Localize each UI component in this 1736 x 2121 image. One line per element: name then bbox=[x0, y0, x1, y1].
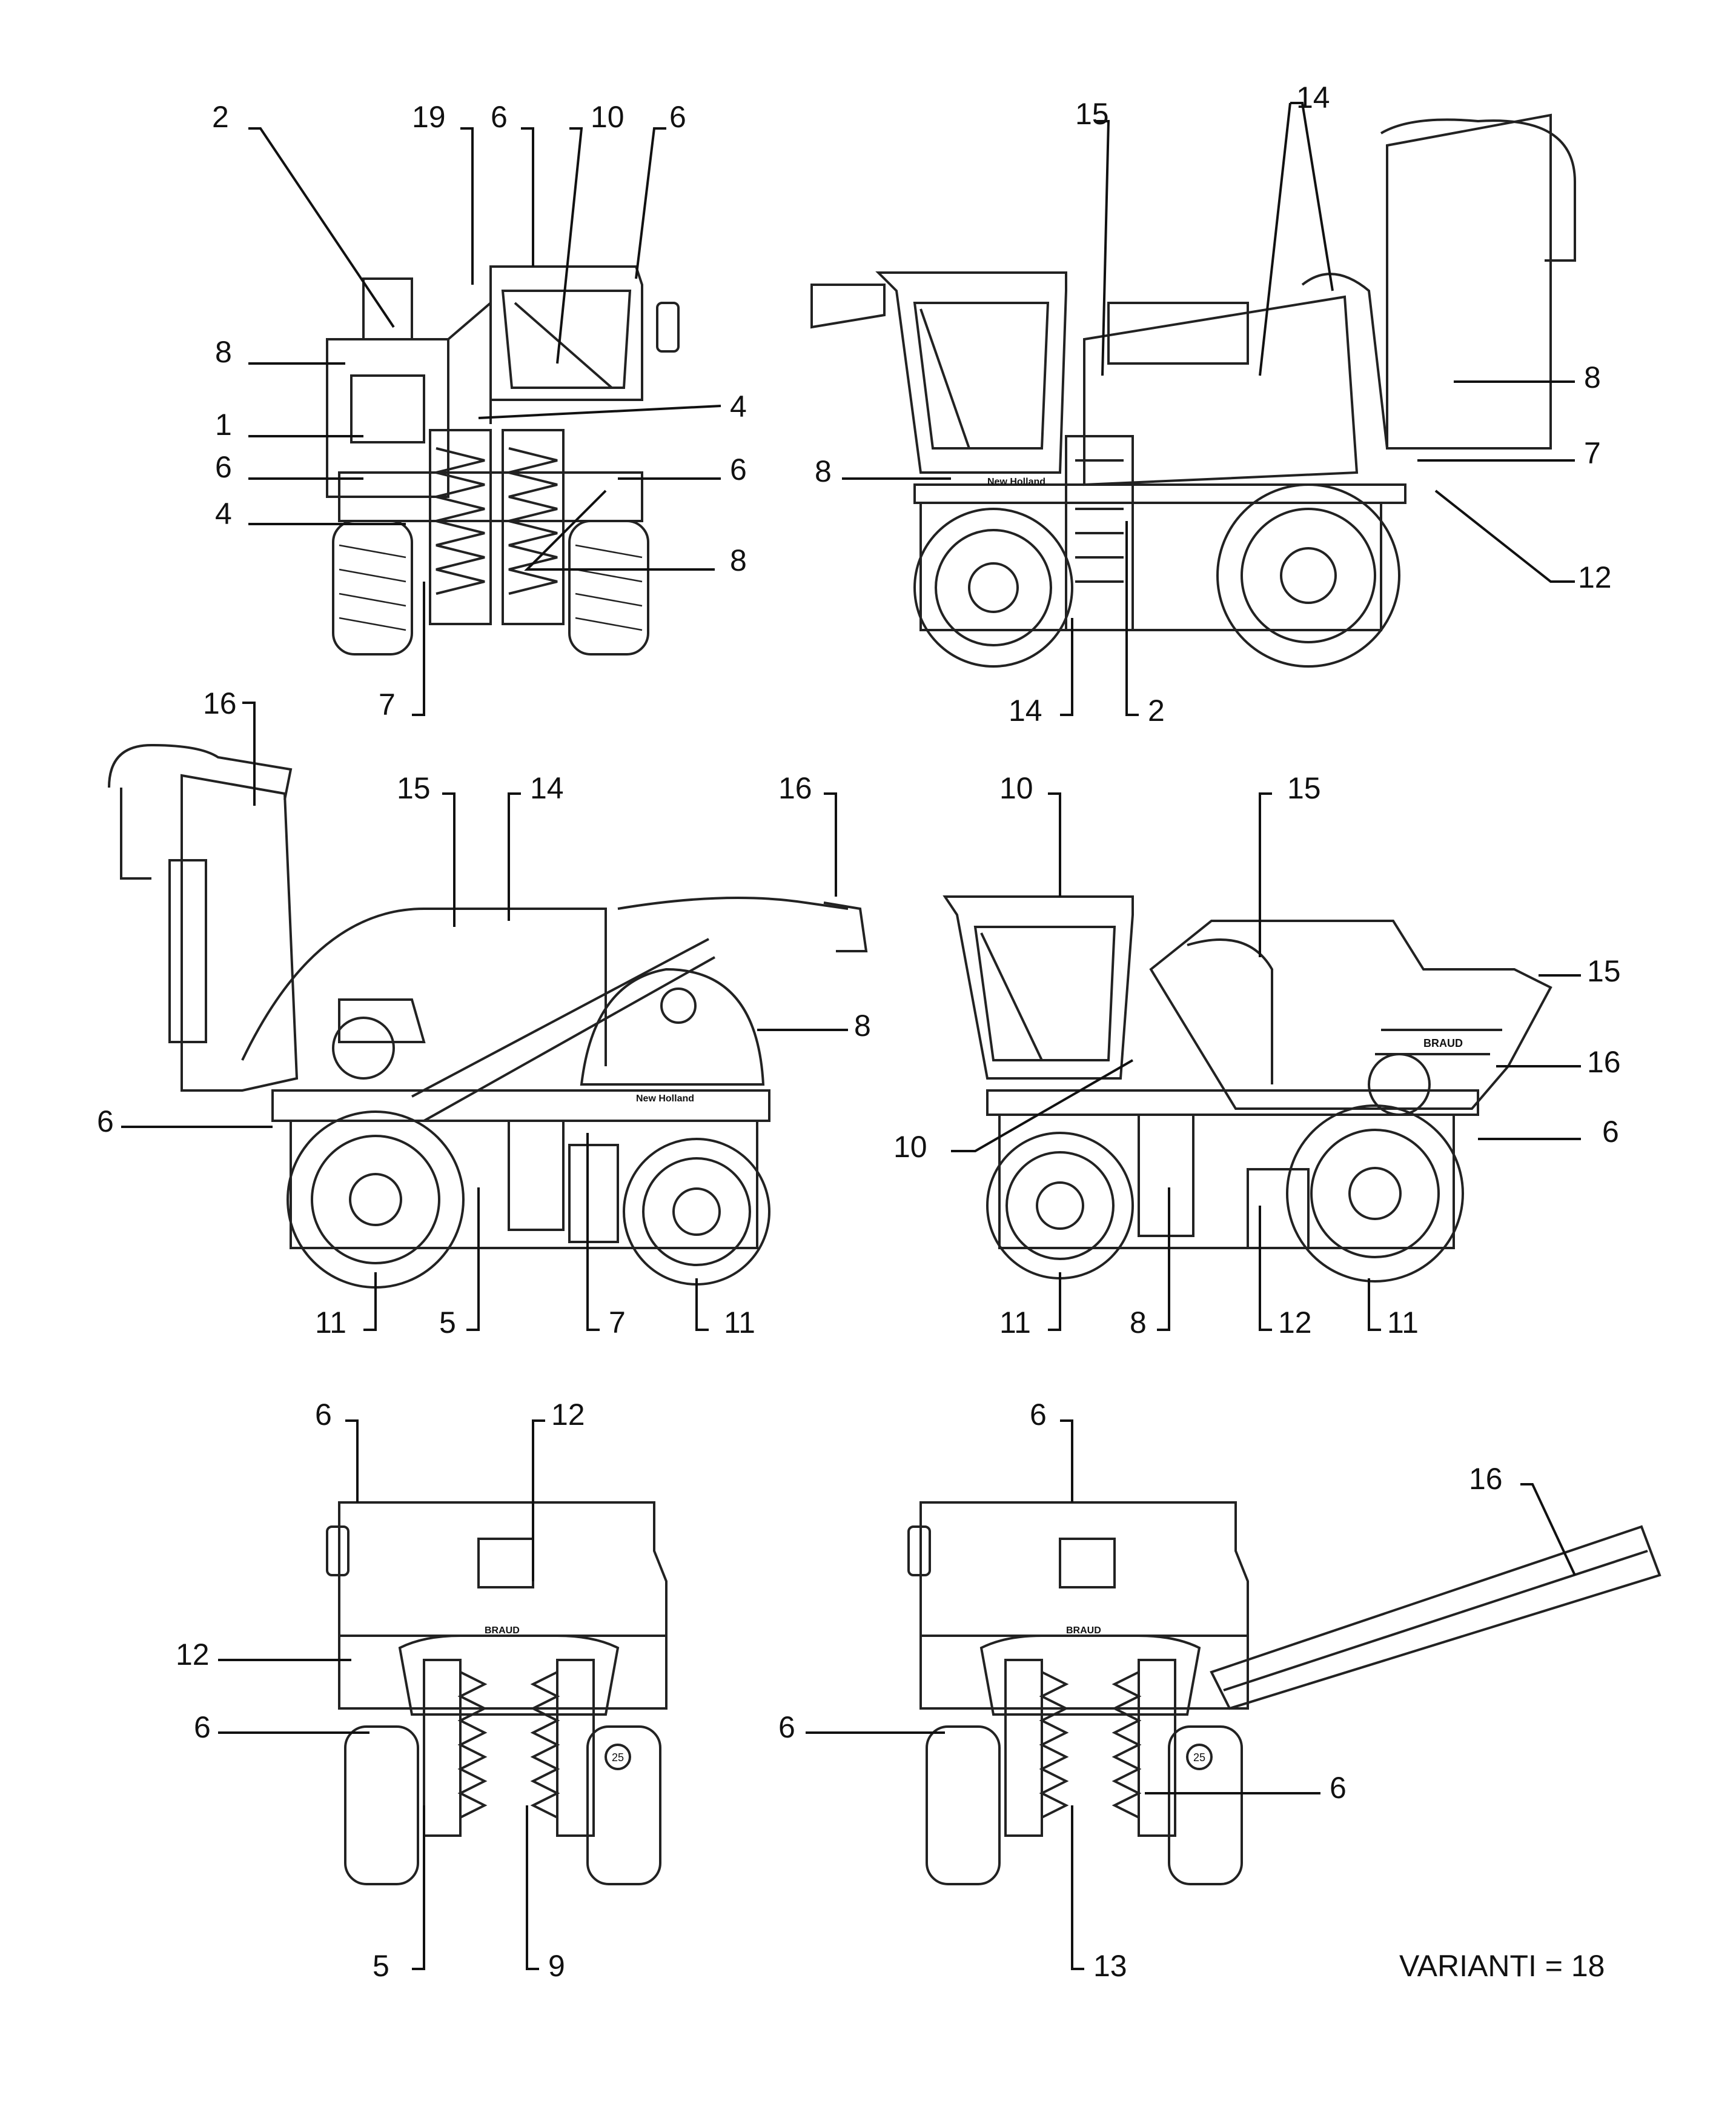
callout-6: 6 bbox=[1330, 1771, 1347, 1805]
callout-6: 6 bbox=[315, 1398, 332, 1432]
brand-decal-left: New Holland bbox=[636, 1094, 694, 1104]
callout-10: 10 bbox=[591, 100, 624, 134]
callout-12: 12 bbox=[551, 1398, 585, 1432]
callout-11: 11 bbox=[724, 1306, 755, 1339]
callout-6: 6 bbox=[1030, 1398, 1047, 1432]
callout-9: 9 bbox=[548, 1949, 565, 1983]
view-right-side: New Holland bbox=[810, 113, 1576, 668]
callout-15: 15 bbox=[1587, 954, 1621, 988]
variants-note: VARIANTI = 18 bbox=[1399, 1949, 1605, 1983]
callout-6: 6 bbox=[215, 450, 232, 484]
callout-15: 15 bbox=[1287, 771, 1321, 805]
callout-6: 6 bbox=[778, 1710, 795, 1744]
callout-6: 6 bbox=[194, 1710, 211, 1744]
callout-1: 1 bbox=[215, 408, 232, 442]
callout-2: 2 bbox=[212, 100, 229, 134]
view-left-side: New Holland bbox=[108, 743, 868, 1289]
callout-14: 14 bbox=[1009, 694, 1042, 728]
callout-16: 16 bbox=[1469, 1462, 1503, 1496]
brand-decal-right: New Holland bbox=[987, 477, 1045, 487]
speed-plate-rear-right: 25 bbox=[1193, 1751, 1205, 1764]
callout-12: 12 bbox=[1278, 1306, 1312, 1339]
callout-14: 14 bbox=[530, 771, 564, 805]
callout-8: 8 bbox=[854, 1009, 871, 1043]
callout-19: 19 bbox=[412, 100, 446, 134]
speed-plate-rear-left: 25 bbox=[612, 1751, 624, 1764]
view-rear: BRAUD 25 bbox=[326, 1501, 668, 1885]
callout-11: 11 bbox=[1387, 1306, 1419, 1339]
callout-6: 6 bbox=[730, 453, 747, 486]
callout-8: 8 bbox=[815, 454, 832, 488]
callout-6: 6 bbox=[491, 100, 508, 134]
callout-5: 5 bbox=[439, 1306, 456, 1339]
callout-14: 14 bbox=[1296, 81, 1330, 115]
callout-16: 16 bbox=[778, 771, 812, 805]
callout-13: 13 bbox=[1093, 1949, 1127, 1983]
callout-12: 12 bbox=[176, 1638, 210, 1671]
callout-10: 10 bbox=[893, 1130, 927, 1164]
callout-8: 8 bbox=[1130, 1306, 1147, 1339]
callout-16: 16 bbox=[1587, 1045, 1621, 1079]
callout-12: 12 bbox=[1578, 560, 1612, 594]
callout-2: 2 bbox=[1148, 694, 1165, 728]
callout-10: 10 bbox=[999, 771, 1033, 805]
callout-7: 7 bbox=[609, 1306, 626, 1339]
braud-decal-rear-left: BRAUD bbox=[485, 1625, 520, 1636]
callout-labels: 2 19 6 10 6 8 1 6 4 4 6 8 7 15 14 8 7 8 … bbox=[97, 81, 1621, 1983]
view-right-side-conveyor: BRAUD bbox=[943, 895, 1552, 1283]
callout-4: 4 bbox=[730, 390, 747, 423]
callout-7: 7 bbox=[1584, 436, 1601, 470]
callout-6: 6 bbox=[669, 100, 686, 134]
view-front bbox=[326, 265, 680, 656]
callout-8: 8 bbox=[730, 543, 747, 577]
callout-5: 5 bbox=[373, 1949, 389, 1983]
view-rear-conveyor: BRAUD 25 bbox=[907, 1501, 1661, 1885]
callout-11: 11 bbox=[315, 1306, 346, 1339]
braud-decal-rear-right: BRAUD bbox=[1066, 1625, 1101, 1636]
callout-16: 16 bbox=[203, 686, 237, 720]
callout-11: 11 bbox=[999, 1306, 1031, 1339]
callout-6: 6 bbox=[97, 1104, 114, 1138]
callout-8: 8 bbox=[215, 335, 232, 369]
callout-8: 8 bbox=[1584, 360, 1601, 394]
callout-6: 6 bbox=[1602, 1115, 1619, 1149]
leader-lines bbox=[121, 102, 1581, 1970]
callout-15: 15 bbox=[1075, 97, 1109, 131]
callout-15: 15 bbox=[397, 771, 431, 805]
braud-decal-side: BRAUD bbox=[1423, 1037, 1463, 1049]
callout-4: 4 bbox=[215, 497, 232, 531]
callout-7: 7 bbox=[379, 688, 396, 722]
